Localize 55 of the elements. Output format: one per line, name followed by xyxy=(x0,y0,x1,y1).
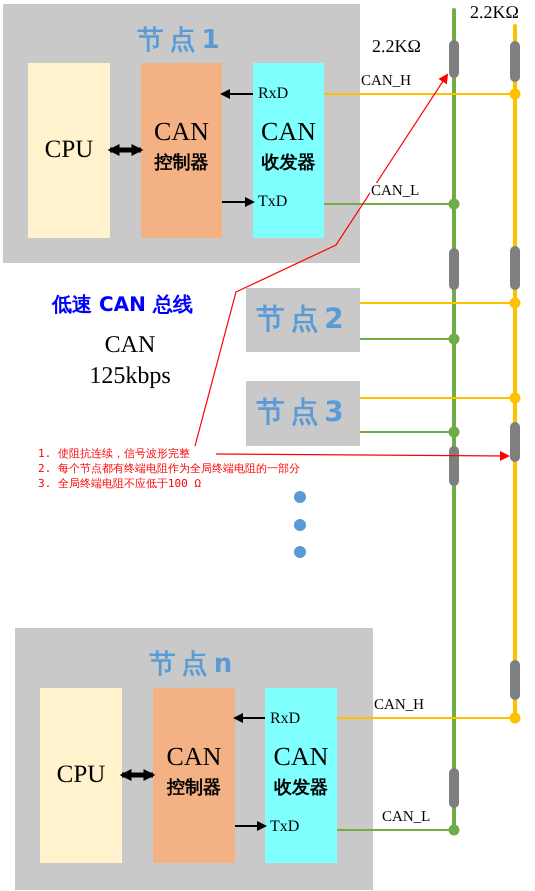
block-label: 控制器 xyxy=(166,778,222,798)
cpu-block xyxy=(40,688,122,863)
block-label: 收发器 xyxy=(260,153,316,173)
bus-wire xyxy=(360,334,460,344)
block-label: CPU xyxy=(56,761,106,788)
node-panel xyxy=(246,288,360,352)
node-title: 节点2 xyxy=(255,304,351,335)
pin-label: TxD xyxy=(270,818,300,836)
edge-label: CAN_L xyxy=(370,183,420,200)
speed-label: CAN 125kbps xyxy=(88,331,172,392)
block-label: CAN xyxy=(166,743,222,772)
cpu-block xyxy=(28,63,110,238)
transceiver-block xyxy=(253,63,324,238)
arrow xyxy=(108,144,144,156)
pin-label: RxD xyxy=(270,710,302,728)
node-panel xyxy=(15,628,373,890)
controller-block xyxy=(141,63,222,238)
resistor-value: 2.2KΩ xyxy=(372,36,421,57)
edge-label: CAN_H xyxy=(360,73,412,90)
block-label: CPU xyxy=(44,136,94,164)
block-label: 控制器 xyxy=(153,153,210,173)
note-text: 2. 每个节点都有终端电阻作为全局终端电阻的一部分 xyxy=(38,463,301,476)
bus-wire xyxy=(337,824,460,836)
note-text: 3. 全局终端电阻不应低于100 Ω xyxy=(38,478,202,490)
block-label: CAN xyxy=(153,118,210,147)
transceiver-block xyxy=(265,688,337,863)
bus-wire xyxy=(216,450,510,461)
edge-label: CAN_H xyxy=(373,697,426,714)
arrow xyxy=(220,89,253,99)
block-label: 收发器 xyxy=(273,778,329,798)
node-panel xyxy=(3,4,360,263)
arrow xyxy=(235,821,267,831)
block-label: CAN xyxy=(272,743,330,772)
node-title: 节点1 xyxy=(136,26,227,55)
arrow xyxy=(233,713,265,723)
controller-block xyxy=(153,688,235,863)
bus-wire xyxy=(360,392,520,404)
bus-wire xyxy=(194,73,448,446)
pin-label: TxD xyxy=(258,193,288,211)
bus-wire xyxy=(360,298,520,308)
bus-wire xyxy=(324,88,520,100)
pin-label: RxD xyxy=(258,85,290,103)
note-text: 1. 使阻抗连续，信号波形完整 xyxy=(38,448,191,460)
arrow xyxy=(222,197,255,207)
arrow xyxy=(120,769,156,781)
node-title: 节点3 xyxy=(255,397,351,428)
bus-wire xyxy=(324,198,460,210)
resistor-value: 2.2KΩ xyxy=(470,2,519,23)
bus-wire xyxy=(360,426,460,438)
block-label: CAN xyxy=(260,118,317,147)
node-title: 节点n xyxy=(148,650,240,679)
node-panel xyxy=(246,381,360,446)
bus-title: 低速 CAN 总线 xyxy=(52,291,193,318)
edge-label: CAN_L xyxy=(381,809,432,826)
bus-wire xyxy=(337,712,520,724)
